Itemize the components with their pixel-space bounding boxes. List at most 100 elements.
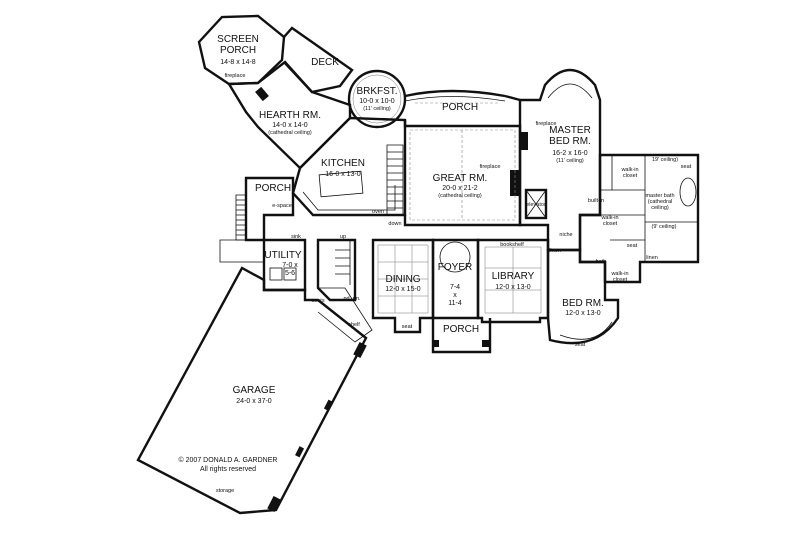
details: [255, 86, 613, 340]
label-fireplace-great: fireplace: [480, 164, 501, 170]
room-great-name: GREAT RM.: [433, 173, 488, 184]
room-dining-dims: 12-0 x 15-0: [385, 286, 421, 293]
annotations: fireplace fireplace fireplace e-space si…: [179, 73, 692, 494]
garage-door-mark-1: [353, 341, 367, 359]
room-utility-name: UTILITY: [264, 250, 302, 261]
label-seat-bath: seat: [627, 243, 638, 249]
front-porch-column-l: [432, 340, 439, 347]
garage-door-mark-4: [267, 495, 281, 513]
foyer-rug: [439, 241, 471, 273]
bed-room-bay: [559, 321, 613, 340]
rear-porch-edge: [404, 96, 506, 102]
room-kitchen-dims: 16-0 x 13-0: [325, 171, 361, 178]
dining-walls: [371, 238, 435, 334]
room-hearth-note: (cathedral ceiling): [268, 130, 312, 136]
label-built-in: built-in: [588, 198, 604, 204]
great-room-beams: [409, 129, 516, 221]
kitchen-counter: [302, 185, 396, 211]
label-bookshelf: bookshelf: [500, 242, 524, 248]
dining-ceiling-grid: [377, 244, 429, 314]
room-brkfst-name: BRKFST.: [356, 86, 397, 97]
front-porch-column-r: [482, 340, 489, 347]
room-porch-side-name: PORCH: [255, 183, 291, 194]
label-oven: oven: [372, 209, 384, 215]
elevator-x2: [525, 189, 547, 219]
room-dining-name: DINING: [386, 274, 421, 285]
room-brkfst-note: (11' ceiling): [363, 106, 391, 112]
powder-room-walls: [317, 287, 373, 343]
garage-walls: [136, 266, 368, 515]
interior-stair: [386, 144, 404, 216]
room-foyer-name: FOYER: [438, 262, 472, 273]
label-ceiling-9: (9' ceiling): [652, 224, 677, 230]
side-stair: [235, 194, 246, 241]
elevator-shaft: [524, 188, 548, 220]
library-ceiling-grid: [484, 246, 542, 314]
rear-porch-top: [404, 89, 506, 98]
label-niche: niche: [559, 232, 572, 238]
room-porch-rear-name: PORCH: [442, 102, 478, 113]
washer: [269, 267, 283, 281]
side-step: [219, 239, 265, 263]
room-great-dims: 20-0 x 21-2: [442, 185, 478, 192]
label-e-space: e-space: [272, 203, 292, 209]
breakfast-inner: [352, 74, 402, 124]
room-hearth-name: HEARTH RM.: [259, 110, 321, 121]
room-library-name: LIBRARY: [492, 271, 535, 282]
room-bed-dims: 12-0 x 13-0: [565, 310, 601, 317]
room-deck-name: DECK: [311, 57, 339, 68]
label-linen-hall: linen: [549, 248, 561, 254]
room-garage-name: GARAGE: [233, 385, 276, 396]
room-screen-porch-dims: 14-8 x 14-8: [220, 59, 256, 66]
label-bath: bath: [596, 259, 607, 265]
label-down: down: [388, 221, 401, 227]
stair-walls: [316, 238, 357, 302]
label-up: up: [340, 234, 346, 240]
room-garage-dims: 24-0 x 37-0: [236, 398, 272, 405]
label-seat-master: seat: [681, 164, 692, 170]
label-seat-dining: seat: [402, 324, 413, 330]
screen-porch-walls: [197, 14, 286, 86]
label-sink: sink: [291, 234, 301, 240]
room-great-note: (cathedral ceiling): [438, 193, 482, 199]
label-fireplace-hearth: fireplace: [225, 73, 246, 79]
library-walls: [476, 238, 550, 324]
hearth-fireplace: [255, 86, 269, 102]
label-pd-rm: pd. rm.: [343, 296, 361, 302]
master-bed-arch-inner: [547, 83, 593, 99]
tub: [679, 177, 697, 207]
label-shelf: shelf: [348, 322, 360, 328]
label-storage: storage: [216, 488, 234, 494]
walls: [136, 14, 700, 515]
label-ceiling-19: 19' ceiling): [652, 157, 678, 163]
breakfast-walls: [347, 69, 407, 129]
label-fireplace-master: fireplace: [536, 121, 557, 127]
label-coats: coats: [311, 298, 324, 304]
label-elevator: elevator: [526, 202, 546, 208]
up-stair: [335, 239, 351, 285]
master-fireplace: [520, 132, 528, 150]
room-kitchen-name: KITCHEN: [321, 158, 365, 169]
room-bed-name: BED RM.: [562, 298, 604, 309]
room-brkfst-dims: 10-0 x 10-0: [359, 98, 395, 105]
garage-door-mark-3: [295, 446, 305, 458]
label-seat-bed: seat: [575, 342, 586, 348]
room-master-bed-note: (11' ceiling): [556, 158, 584, 164]
kitchen-island: [318, 170, 364, 198]
label-linen-bath: linen: [646, 255, 658, 261]
room-library-dims: 12-0 x 13-0: [495, 284, 531, 291]
hearth-room-walls: [226, 60, 352, 170]
bed-room-walls: [546, 248, 620, 345]
front-porch-walls: [431, 318, 492, 354]
rear-porch-right: [504, 94, 521, 102]
